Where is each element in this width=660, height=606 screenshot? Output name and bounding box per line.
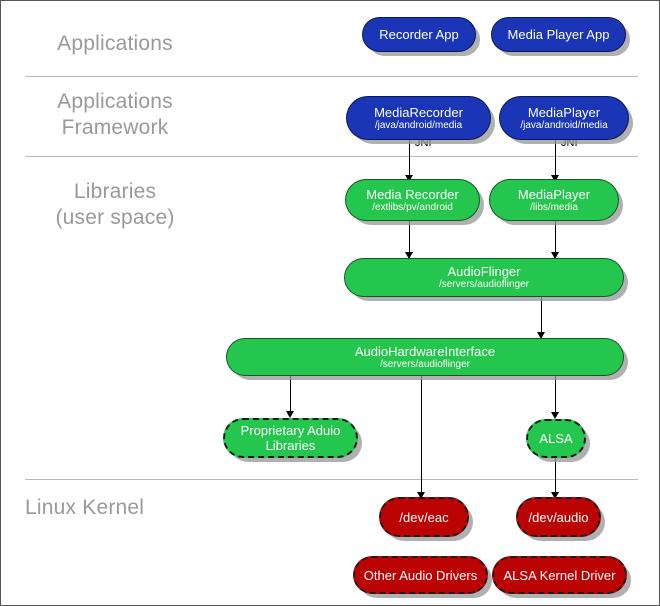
node-audio-flinger-path: /servers/audioflinger — [438, 279, 530, 290]
band-label-applications: Applications — [57, 32, 173, 55]
node-media-player-lib[interactable]: MediaPlayer /libs/media — [489, 179, 619, 221]
connector-media-recorder-to-audioflinger — [409, 221, 410, 259]
node-alsa-kernel-driver[interactable]: ALSA Kernel Driver — [492, 556, 627, 594]
band-label-applications-framework: Applications Framework — [57, 90, 173, 139]
band-label-libraries: Libraries (user space) — [55, 180, 175, 229]
connector-alsa-to-dev-audio — [555, 458, 556, 497]
node-audio-flinger[interactable]: AudioFlinger /servers/audioflinger — [344, 258, 624, 297]
node-media-recorder-lib[interactable]: Media Recorder /extlibs/pv/android — [345, 179, 480, 221]
band-label-linux-kernel: Linux Kernel — [25, 496, 145, 519]
arrowhead-audioflinger-to-ahi — [537, 332, 545, 339]
connector-ahi-to-dev-eac — [421, 376, 422, 497]
node-media-player-lib-path: /libs/media — [530, 201, 578, 213]
node-recorder-app-title: Recorder App — [379, 27, 459, 42]
node-dev-audio-title: /dev/audio — [528, 509, 589, 525]
node-alsa[interactable]: ALSA — [526, 419, 586, 458]
node-dev-audio[interactable]: /dev/audio — [516, 497, 601, 537]
node-media-player-framework-title: MediaPlayer — [527, 104, 601, 120]
node-audio-hardware-interface-title: AudioHardwareInterface — [354, 343, 496, 359]
node-dev-eac-title: /dev/eac — [399, 509, 449, 525]
node-audio-flinger-title: AudioFlinger — [447, 264, 521, 279]
connector-audioflinger-to-ahi — [541, 297, 542, 337]
node-media-player-app-title: Media Player App — [507, 27, 610, 42]
connector-media-player-jni — [555, 140, 556, 182]
arrowhead-media-recorder-to-audioflinger — [405, 252, 413, 259]
node-proprietary-audio-libraries-subtitle: Libraries — [265, 438, 316, 453]
connector-media-player-to-audioflinger — [555, 221, 556, 259]
arrowhead-ahi-to-proprietary-libs — [286, 411, 294, 418]
node-audio-hardware-interface-path: /servers/audioflinger — [379, 358, 471, 370]
connector-ahi-to-alsa — [555, 376, 556, 417]
divider-applications-framework — [25, 156, 638, 157]
divider-applications — [25, 76, 638, 77]
node-media-recorder-framework[interactable]: MediaRecorder /java/android/media — [346, 96, 491, 140]
arrowhead-alsa-to-dev-audio — [551, 492, 559, 499]
node-media-recorder-framework-path: /java/android/media — [374, 119, 463, 131]
node-alsa-kernel-driver-title: ALSA Kernel Driver — [503, 567, 616, 583]
edge-label-jni-recorder: JNI — [415, 137, 432, 149]
node-media-player-framework-path: /java/android/media — [520, 119, 608, 131]
divider-linux-kernel — [25, 479, 638, 480]
node-proprietary-audio-libraries-title: Proprietary Aduio — [240, 423, 341, 438]
node-media-recorder-framework-title: MediaRecorder — [374, 104, 463, 120]
node-recorder-app[interactable]: Recorder App — [362, 17, 476, 52]
node-media-recorder-lib-title: Media Recorder — [366, 186, 459, 202]
node-alsa-title: ALSA — [539, 431, 573, 446]
node-proprietary-audio-libraries[interactable]: Proprietary Aduio Libraries — [223, 418, 358, 458]
arrowhead-ahi-to-dev-eac — [417, 492, 425, 499]
edge-label-jni-player: JNI — [561, 137, 578, 149]
node-dev-eac[interactable]: /dev/eac — [379, 497, 469, 537]
node-media-player-framework[interactable]: MediaPlayer /java/android/media — [499, 96, 629, 140]
node-other-audio-drivers-title: Other Audio Drivers — [363, 567, 478, 583]
connector-ahi-to-proprietary-libs — [290, 376, 291, 416]
node-audio-hardware-interface[interactable]: AudioHardwareInterface /servers/audiofli… — [226, 338, 624, 376]
arrowhead-ahi-to-alsa — [551, 412, 559, 419]
arrowhead-media-player-to-audioflinger — [551, 252, 559, 259]
node-other-audio-drivers[interactable]: Other Audio Drivers — [353, 556, 488, 594]
connector-media-recorder-jni — [409, 140, 410, 182]
node-media-player-app[interactable]: Media Player App — [491, 17, 626, 52]
node-media-recorder-lib-path: /extlibs/pv/android — [372, 201, 453, 213]
node-media-player-lib-title: MediaPlayer — [517, 186, 591, 202]
